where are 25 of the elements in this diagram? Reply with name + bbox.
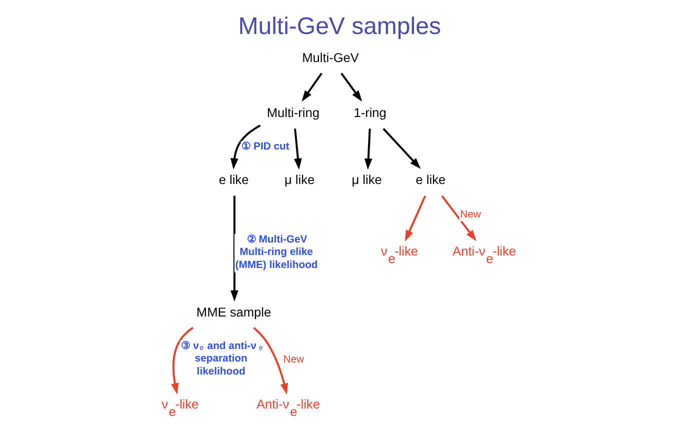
- node-text: MME sample: [196, 304, 272, 320]
- arrow: [294, 128, 302, 170]
- node-text: μ like: [352, 172, 382, 188]
- node-text: Multi-ring: [266, 104, 320, 120]
- arrow: [230, 196, 238, 302]
- arrow: [404, 196, 426, 242]
- arrow: [302, 72, 322, 102]
- edge-label: ③ νe and anti-νe separation likelihood: [181, 340, 263, 378]
- edge-label: ② Multi-GeV Multi-ring elike (MME) likelihood: [235, 234, 318, 271]
- node-text: e like: [416, 172, 446, 188]
- arrow: [230, 124, 261, 170]
- arrow: [340, 72, 362, 102]
- diagram-title: Multi-GeV samples: [238, 12, 441, 40]
- arrow: [441, 195, 476, 242]
- arrow: [171, 326, 194, 394]
- arrow: [253, 326, 288, 395]
- node-text: e like: [218, 172, 249, 188]
- arrow: [364, 128, 372, 170]
- node-text: 1-ring: [354, 104, 386, 120]
- arrow: [382, 128, 421, 169]
- edge-label: ① PID cut: [242, 141, 290, 152]
- edge-label: New: [460, 210, 481, 221]
- edge-label: New: [283, 354, 304, 366]
- node-text: Multi-GeV: [302, 50, 359, 65]
- node-text: μ like: [284, 172, 315, 188]
